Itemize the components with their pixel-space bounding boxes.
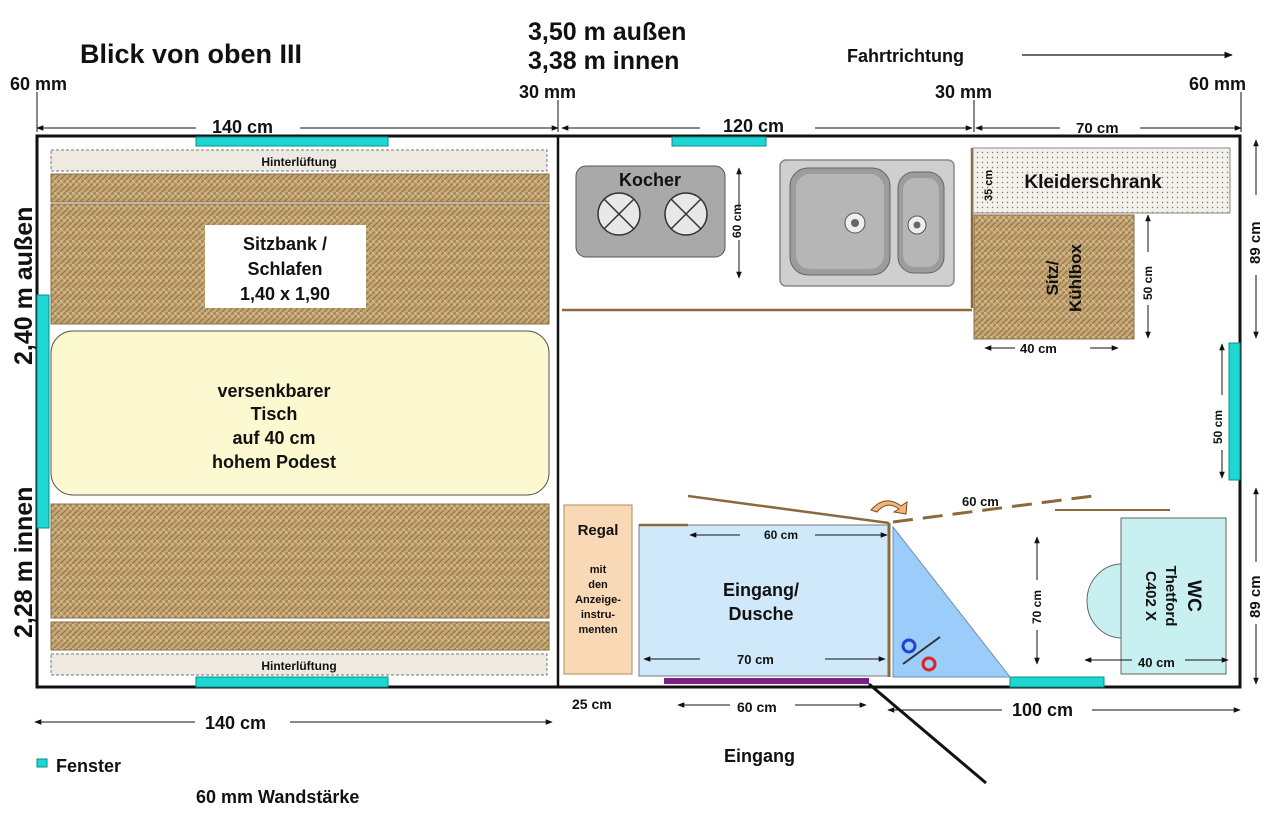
- bench-bottom: [50, 503, 550, 619]
- seat-box-height-label: 50 cm: [1141, 266, 1155, 300]
- direction-label: Fahrtrichtung: [847, 46, 964, 66]
- door-swing-line: [892, 494, 1094, 524]
- segment-140-bottom-label: 140 cm: [205, 713, 266, 733]
- bench-label-line-1: Sitzbank /: [243, 234, 327, 254]
- outer-width-label: 2,40 m außen: [10, 207, 38, 365]
- window-legend-label: Fenster: [56, 756, 121, 776]
- sink-icon: [779, 159, 955, 287]
- wall-left-label: 60 mm: [10, 74, 67, 94]
- bench-label-line-3: 1,40 x 1,90: [240, 284, 330, 304]
- wc-label-line-3: C402 X: [1142, 571, 1159, 621]
- backrest-bottom: [50, 621, 550, 651]
- entrance-door-sill: [664, 678, 869, 684]
- ventilation-bottom: [50, 653, 548, 676]
- table: [50, 330, 550, 496]
- wall-mid-label-2: 30 mm: [935, 82, 992, 102]
- seat-box: [973, 214, 1135, 340]
- inner-length-label: 3,38 m innen: [528, 47, 679, 75]
- shower-label-line-1: Eingang/: [723, 580, 799, 600]
- seat-box-label-line-1: Sitz/: [1043, 260, 1062, 295]
- backrest-top: [50, 173, 550, 203]
- window-top-right: [671, 136, 767, 147]
- stove-depth-label: 60 cm: [730, 204, 744, 238]
- wardrobe-depth-label: 35 cm: [983, 170, 995, 201]
- wardrobe-label: Kleiderschrank: [1024, 172, 1162, 193]
- wall-thickness-label: 60 mm Wandstärke: [196, 787, 359, 807]
- height-89-lower-label: 89 cm: [1247, 575, 1264, 618]
- wc-label-line-2: Thetford: [1162, 566, 1179, 627]
- shelf-title: Regal: [578, 522, 619, 539]
- ventilation-bottom-label: Hinterlüftung: [261, 659, 336, 673]
- ventilation-top-label: Hinterlüftung: [261, 155, 336, 169]
- shelf-line-3: Anzeige-: [575, 594, 621, 606]
- table-label-line-2: Tisch: [251, 404, 298, 424]
- ventilation-top: [50, 149, 548, 172]
- outer-length-label: 3,50 m außen: [528, 18, 686, 46]
- top-dimension-line: [36, 92, 1242, 132]
- window-bottom-left: [195, 676, 389, 688]
- shelf-line-1: mit: [590, 564, 607, 576]
- faucet-hot-cold-icon: [901, 636, 941, 672]
- plan-title: Blick von oben III: [80, 39, 302, 69]
- shower: [638, 524, 890, 677]
- segment-100-label: 100 cm: [1012, 700, 1073, 720]
- shower-triangle: [892, 525, 1012, 678]
- window-bottom-right: [1009, 676, 1105, 688]
- table-label-line-1: versenkbarer: [217, 381, 330, 401]
- burner-icon: [664, 192, 708, 236]
- shelf-line-2: den: [588, 579, 608, 591]
- shelf: [563, 504, 633, 675]
- wardrobe: [972, 147, 1231, 214]
- table-label-line-3: auf 40 cm: [232, 428, 315, 448]
- wc-label-line-1: WC: [1183, 580, 1204, 612]
- wc-width-label: 40 cm: [1138, 655, 1175, 670]
- wall-right-label: 60 mm: [1189, 74, 1246, 94]
- stove-label: Kocher: [619, 170, 681, 190]
- shelf-line-5: menten: [578, 624, 617, 636]
- wall-mid-label-1: 30 mm: [519, 82, 576, 102]
- window-left: [36, 294, 50, 529]
- segment-25-label: 25 cm: [572, 696, 612, 712]
- seat-box-label-line-2: Kühlbox: [1066, 243, 1085, 312]
- burner-icon: [597, 192, 641, 236]
- wc-depth-label: 70 cm: [1030, 590, 1044, 624]
- door-rotate-icon: [870, 500, 908, 515]
- height-89-upper-label: 89 cm: [1247, 221, 1264, 264]
- door-swing-label: 60 cm: [962, 494, 999, 509]
- shower-bottom-width-label: 70 cm: [737, 652, 774, 667]
- entrance-label: Eingang: [724, 746, 795, 766]
- shower-top-width-label: 60 cm: [764, 528, 798, 542]
- bench-label-box: [205, 225, 366, 308]
- inner-width-label: 2,28 m innen: [10, 487, 38, 638]
- window-top-left: [195, 136, 389, 147]
- entrance-door-leaf: [868, 682, 987, 785]
- shelf-line-4: instru-: [581, 609, 616, 621]
- seat-box-width-label: 40 cm: [1020, 341, 1057, 356]
- segment-140-top-label: 140 cm: [212, 117, 273, 137]
- segment-60-bottom-label: 60 cm: [737, 699, 777, 715]
- table-label-line-4: hohem Podest: [212, 452, 336, 472]
- segment-120-label: 120 cm: [723, 116, 784, 136]
- shower-door-left: [687, 494, 890, 525]
- segment-70-label: 70 cm: [1076, 120, 1119, 137]
- shower-label-line-2: Dusche: [728, 604, 793, 624]
- window-legend-swatch: [36, 758, 48, 768]
- window-right: [1228, 342, 1241, 481]
- wc-unit: [1120, 517, 1227, 675]
- bench-label-line-2: Schlafen: [247, 259, 322, 279]
- window-height-label: 50 cm: [1211, 410, 1225, 444]
